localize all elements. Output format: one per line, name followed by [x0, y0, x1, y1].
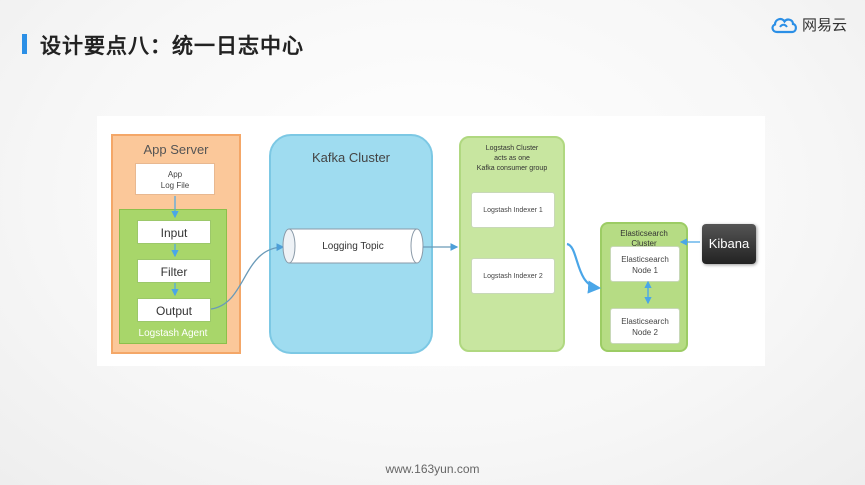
- logstash-agent-label: Logstash Agent: [138, 328, 208, 339]
- logging-topic-cylinder: [282, 228, 424, 264]
- logstash-cluster-line-2: acts as one: [494, 155, 530, 162]
- logstash-cluster-label: Logstash Cluster acts as one Kafka consu…: [461, 144, 563, 174]
- page-title: 设计要点八：统一日志中心: [40, 34, 304, 58]
- logstash-cluster-box: Logstash Cluster acts as one Kafka consu…: [459, 136, 565, 352]
- input-stage: Input: [137, 220, 211, 244]
- elk-architecture-diagram: App Server App Log File Input Filter Out…: [97, 116, 765, 366]
- logstash-indexer-2: Logstash Indexer 2: [471, 258, 555, 294]
- logging-topic-label: Logging Topic: [322, 241, 384, 252]
- filter-stage: Filter: [137, 259, 211, 283]
- brand-logo: 网易云: [770, 14, 847, 35]
- logstash-cluster-line-3: Kafka consumer group: [476, 165, 548, 172]
- logstash-cluster-line-1: Logstash Cluster: [485, 145, 539, 152]
- elasticsearch-cluster-label: Elasticsearch Cluster: [602, 229, 686, 249]
- app-log-file-box: App Log File: [135, 163, 215, 195]
- es-cluster-line-2: Cluster: [631, 239, 657, 248]
- logstash-indexer-1: Logstash Indexer 1: [471, 192, 555, 228]
- log-file-line-2: Log File: [160, 181, 190, 190]
- arrow-output-to-topic: [210, 243, 285, 310]
- elasticsearch-node-2: Elasticsearch Node 2: [610, 308, 680, 344]
- cloud-icon: [771, 17, 797, 33]
- es-node-2-line-2: Node 2: [632, 328, 658, 337]
- kibana-box: Kibana: [702, 224, 756, 264]
- app-server-label: App Server: [143, 142, 209, 157]
- kafka-cluster-label: Kafka Cluster: [311, 150, 391, 165]
- footer-url: www.163yun.com: [385, 462, 480, 476]
- es-node-1-line-2: Node 1: [632, 266, 658, 275]
- brand-name: 网易云: [801, 16, 847, 34]
- output-stage: Output: [137, 298, 211, 322]
- diagram-connectors: Logging Topic: [171, 196, 700, 310]
- es-node-2-line-1: Elasticsearch: [621, 317, 669, 326]
- log-file-line-1: App: [167, 170, 183, 179]
- arrow-logstash-to-elasticsearch: [566, 242, 602, 294]
- es-cluster-line-1: Elasticsearch: [620, 229, 668, 238]
- logstash-agent-box: Input Filter Output Logstash Agent: [119, 209, 227, 344]
- title-accent-bar: [22, 34, 27, 54]
- es-node-1-line-1: Elasticsearch: [621, 255, 669, 264]
- elasticsearch-cluster-box: Elasticsearch Cluster Elasticsearch Node…: [600, 222, 688, 352]
